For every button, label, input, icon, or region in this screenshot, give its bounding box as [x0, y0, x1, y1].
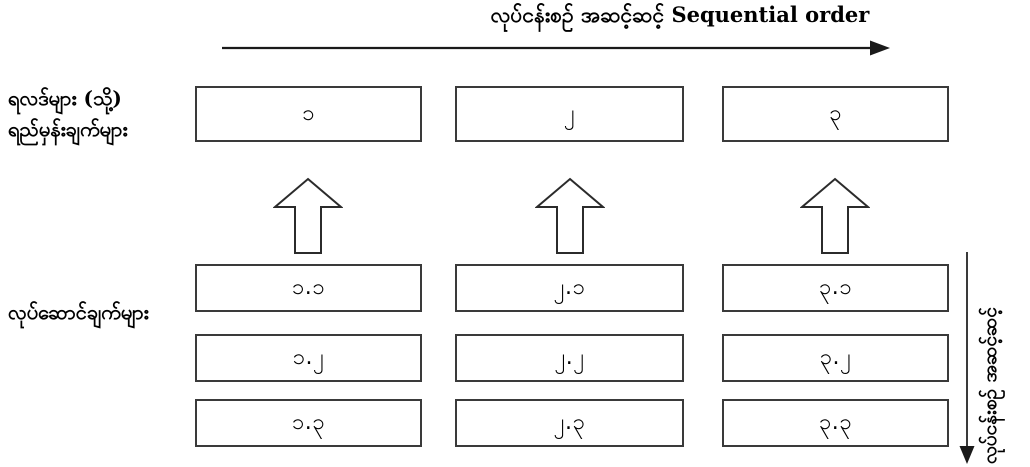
process-steps-arrow-down-icon: [955, 252, 979, 464]
outcome-box[interactable]: ၁: [195, 86, 422, 142]
activity-box[interactable]: ၃.၂: [722, 334, 949, 382]
activity-box[interactable]: ၃.၁: [722, 264, 949, 312]
sequential-order-arrow-right-icon: [222, 36, 890, 60]
activity-box[interactable]: ၂.၁: [455, 264, 684, 312]
activity-box[interactable]: ၂.၃: [455, 399, 684, 447]
row-label-outcomes: ရလဒ်များ (သို့) ရည်မှန်းချက်များ: [8, 86, 128, 141]
contributes-to-arrow-up-icon: [534, 176, 606, 256]
contributes-to-arrow-up-icon: [272, 176, 344, 256]
activity-box[interactable]: ၃.၃: [722, 399, 949, 447]
contributes-to-arrow-up-icon: [799, 176, 871, 256]
activity-box[interactable]: ၁.၃: [195, 399, 422, 447]
activity-box[interactable]: ၁.၁: [195, 264, 422, 312]
activity-box[interactable]: ၂.၂: [455, 334, 684, 382]
row-label-activities: လုပ်ဆောင်ချက်များ: [8, 300, 149, 324]
right-vertical-label: လုပ်ငန်းစဉ် အဆင့်ဆင့်: [979, 307, 1001, 464]
outcome-box[interactable]: ၂: [455, 86, 684, 142]
activity-box[interactable]: ၁.၂: [195, 334, 422, 382]
outcome-box[interactable]: ၃: [722, 86, 949, 142]
page-title: လုပ်ငန်းစဉ် အဆင့်ဆင့် Sequential order: [490, 2, 870, 27]
